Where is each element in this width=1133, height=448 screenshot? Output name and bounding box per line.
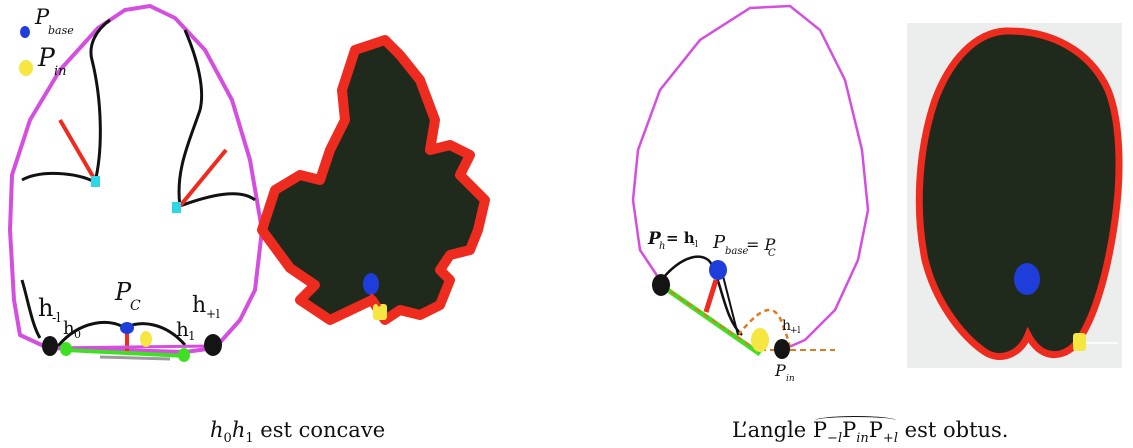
right-caption: L’angle P−lPinP+l est obtus.: [732, 416, 1009, 447]
left-red-line-2: [178, 148, 228, 208]
right-black-line: [721, 271, 739, 336]
right-leaf-in-point: [1073, 333, 1086, 351]
label-pc-sub: C: [130, 298, 141, 314]
left-inner-curve-left: [21, 18, 111, 185]
left-outline: [8, 4, 264, 354]
right-leaf-base-point: [1014, 263, 1040, 295]
left-h-plus-l-point: [204, 334, 222, 356]
left-leaf-base-line: [369, 293, 382, 307]
left-caption-h1: h: [231, 418, 246, 442]
label-pin-sub: in: [786, 374, 795, 384]
left-caption-h0-sub: 0: [223, 431, 232, 447]
right-caption-angle: P−lPinP+l: [813, 416, 898, 447]
left-pin-point: [140, 331, 152, 347]
right-hpl-point: [774, 339, 790, 359]
label-h1-sub: 1: [188, 329, 196, 343]
label-ph-eq-sub: -l: [692, 240, 698, 250]
left-leaf-in-point: [373, 304, 387, 320]
right-leaf-image: [907, 23, 1123, 368]
right-contour-diagram: P h = h -l P base = P C h +l P in: [631, 4, 870, 384]
label-hpl-main: h: [782, 318, 791, 334]
right-pbase-point: [709, 260, 727, 280]
label-h1-main: h: [176, 317, 189, 341]
label-hpl-sub: +l: [790, 326, 801, 336]
right-caption-p3-sub: +l: [882, 431, 898, 447]
right-red-line: [703, 279, 719, 313]
left-pc-point: [120, 322, 134, 334]
left-cyan-marker-2: [172, 202, 181, 213]
left-green-line: [65, 348, 187, 358]
label-ph-eq: = h: [666, 229, 695, 247]
label-pbase-main: P: [712, 232, 726, 253]
label-pbase-eq: = P: [746, 235, 775, 254]
label-h-plus-l-sub: +l: [206, 307, 220, 321]
legend-pbase-main: P: [34, 5, 50, 29]
label-pbase-sub: base: [725, 246, 748, 257]
legend-pbase-dot: [20, 26, 30, 38]
label-pbase-eq-sub: C: [768, 248, 776, 259]
right-caption-prefix: L’angle: [732, 418, 813, 442]
label-h-minus-l-sub: -l: [52, 311, 61, 326]
left-cyan-marker-1: [91, 176, 100, 187]
left-h-minus-l-point: [42, 336, 58, 356]
left-inner-curve-bottom-left: [20, 279, 42, 339]
left-caption: h0h1 est concave: [210, 418, 385, 446]
left-h0-point: [60, 342, 72, 356]
right-ph-point: [652, 274, 670, 296]
right-caption-p2-sub: in: [856, 431, 869, 447]
right-leaf-shape: [915, 27, 1123, 360]
left-caption-h1-sub: 1: [245, 431, 254, 447]
right-outline: [631, 4, 870, 352]
left-leaf-shape: [257, 35, 490, 325]
right-pin-point: [751, 328, 769, 352]
left-h1-point: [178, 348, 190, 362]
label-pc-main: P: [114, 278, 132, 306]
label-pin-main: P: [774, 361, 786, 380]
label-ph-sub: h: [659, 241, 665, 252]
label-h0-sub: 0: [74, 328, 81, 341]
left-leaf-base-point: [363, 273, 379, 295]
left-red-line-1: [58, 118, 97, 182]
legend-pbase-sub: base: [48, 24, 74, 37]
left-inner-curve-right: [177, 29, 256, 209]
left-contour-diagram: P base P in P C h -l h 0 h 1 h +l: [8, 4, 264, 362]
left-caption-rest: est concave: [253, 418, 386, 442]
right-green-line: [660, 283, 762, 357]
left-caption-h0: h: [210, 418, 224, 442]
left-grey-line: [99, 355, 171, 361]
label-h-plus-l-main: h: [192, 293, 206, 318]
legend-pin-sub: in: [54, 64, 67, 79]
legend-pin-main: P: [37, 43, 56, 72]
right-caption-p1-sub: −l: [827, 431, 843, 447]
left-hull-line: [49, 344, 215, 350]
angle-arc-mark: [814, 416, 896, 425]
label-h-minus-l-main: h: [38, 294, 53, 322]
legend-pin-dot: [19, 60, 33, 76]
right-dashed-curve: [737, 308, 792, 349]
right-caption-suffix: est obtus.: [897, 418, 1009, 442]
left-leaf-image: [257, 35, 490, 325]
label-ph-main: P: [647, 229, 662, 249]
label-h0-main: h: [63, 318, 75, 339]
